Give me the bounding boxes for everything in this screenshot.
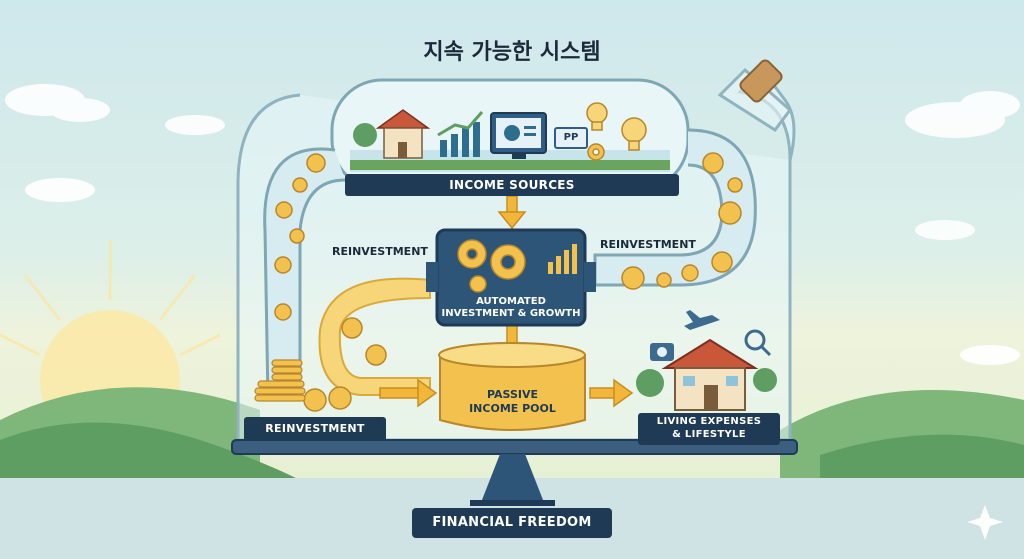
reinvestment-left-label: REINVESTMENT bbox=[332, 245, 428, 258]
arrow-right-icon bbox=[379, 378, 634, 408]
house-icon bbox=[375, 109, 431, 159]
living-expenses-line2: & LIFESTYLE bbox=[672, 429, 746, 440]
passive-label-line1: PASSIVE bbox=[486, 388, 539, 401]
stand bbox=[480, 454, 545, 505]
coins bbox=[274, 152, 743, 412]
passive-label-line2: INCOME POOL bbox=[469, 402, 556, 415]
automated-label-line2: INVESTMENT & GROWTH bbox=[441, 308, 581, 319]
airplane-icon bbox=[684, 310, 720, 330]
tree-icon-right-2 bbox=[753, 368, 777, 392]
magnifier-icon bbox=[744, 329, 772, 357]
living-house-icon bbox=[661, 338, 759, 411]
coin-stack-icon bbox=[254, 359, 306, 402]
monitor-icon bbox=[490, 112, 547, 159]
gear-icon-small bbox=[587, 143, 605, 161]
camera-icon bbox=[650, 343, 674, 361]
bar-chart-icon bbox=[437, 111, 484, 157]
living-expenses-label: LIVING EXPENSES & LIFESTYLE bbox=[638, 413, 780, 445]
growth-chart-icon bbox=[548, 244, 577, 274]
reinvest-flow bbox=[318, 277, 431, 396]
pp-box-label: PP bbox=[563, 132, 579, 143]
lightbulb-icon bbox=[586, 102, 647, 151]
automated-label-line1: AUTOMATED bbox=[476, 296, 546, 307]
tree-icon bbox=[353, 123, 377, 147]
tree-icon-right bbox=[636, 369, 664, 397]
income-sources-label: INCOME SOURCES bbox=[345, 174, 679, 196]
cork-icon bbox=[739, 59, 783, 103]
reinvestment-bottom-label: REINVESTMENT bbox=[244, 417, 386, 441]
reinvestment-right-label: REINVESTMENT bbox=[600, 238, 696, 251]
automated-label: AUTOMATED INVESTMENT & GROWTH bbox=[437, 296, 585, 320]
page-title: 지속 가능한 시스템 bbox=[423, 40, 601, 65]
passive-label: PASSIVE INCOME POOL bbox=[440, 388, 585, 416]
living-expenses-line1: LIVING EXPENSES bbox=[656, 416, 762, 427]
gear-icon bbox=[457, 239, 526, 293]
financial-freedom-label: FINANCIAL FREEDOM bbox=[412, 508, 612, 538]
pp-box: PP bbox=[554, 127, 588, 149]
